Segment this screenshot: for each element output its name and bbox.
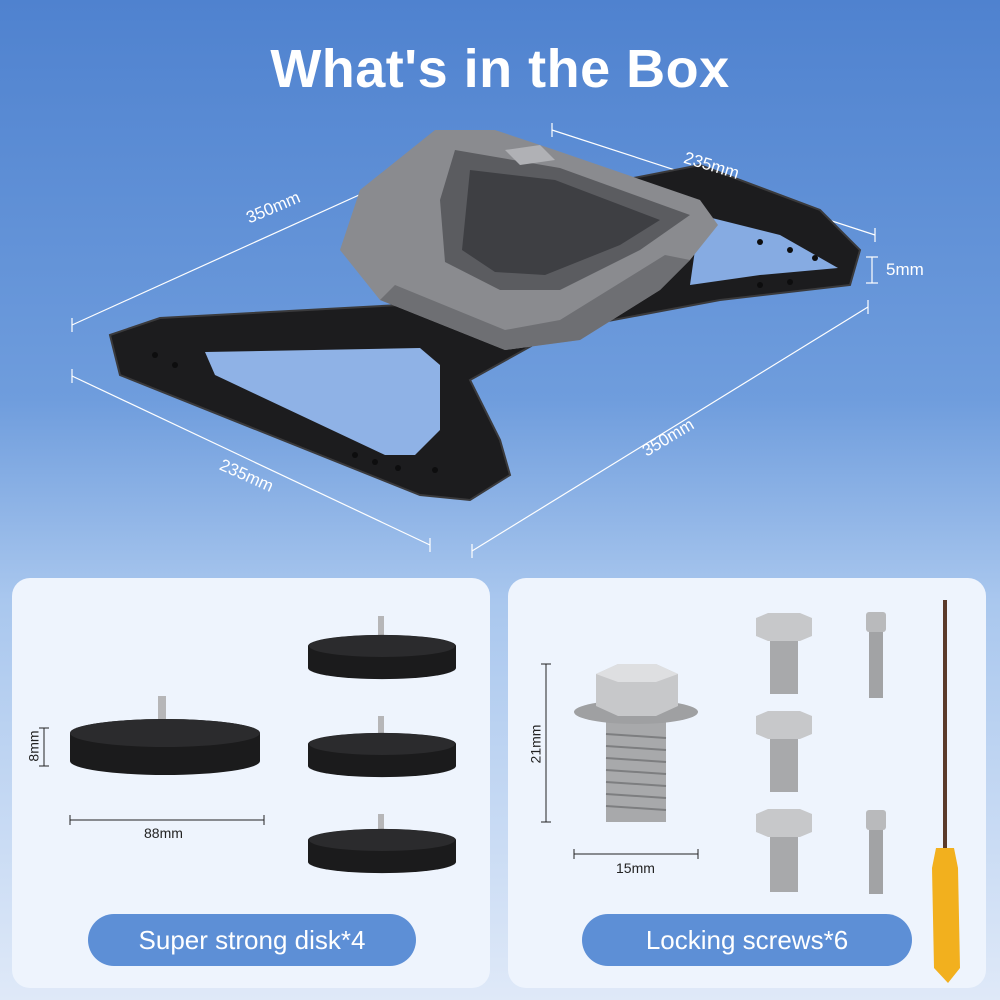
mount-bracket <box>340 130 718 350</box>
screw-image-group <box>541 600 960 983</box>
screw-panel: 21mm 15mm Locking screws*6 <box>508 578 986 988</box>
page-title: What's in the Box <box>270 39 730 99</box>
small-hex-bolt-3 <box>756 809 812 892</box>
disk-label-pill: Super strong disk*4 <box>88 914 416 966</box>
small-disk-2 <box>308 716 456 778</box>
magnetic-disk-image <box>39 616 456 874</box>
disk-dimension-lines <box>39 727 265 825</box>
disk-panel: 8mm 88mm Super strong disk*4 <box>12 578 490 988</box>
socket-cap-screw-1 <box>866 612 886 698</box>
small-disk-3 <box>308 814 456 874</box>
small-disk-1 <box>308 616 456 680</box>
screw-length-label: 21mm <box>527 724 544 764</box>
plate-thickness-label: 5mm <box>886 260 924 279</box>
screw-dimension-lines <box>541 663 699 859</box>
hex-screwdriver <box>932 600 960 983</box>
socket-cap-screw-2 <box>866 810 886 894</box>
screw-diameter-label: 15mm <box>616 860 655 876</box>
screw-label-pill: Locking screws*6 <box>582 914 912 966</box>
disk-height-label: 8mm <box>25 730 42 762</box>
small-hex-bolt-2 <box>756 711 812 792</box>
disk-diameter-label: 88mm <box>144 825 183 841</box>
large-disk <box>70 696 260 775</box>
small-hex-bolt-1 <box>756 613 812 694</box>
large-hex-bolt <box>574 664 698 822</box>
